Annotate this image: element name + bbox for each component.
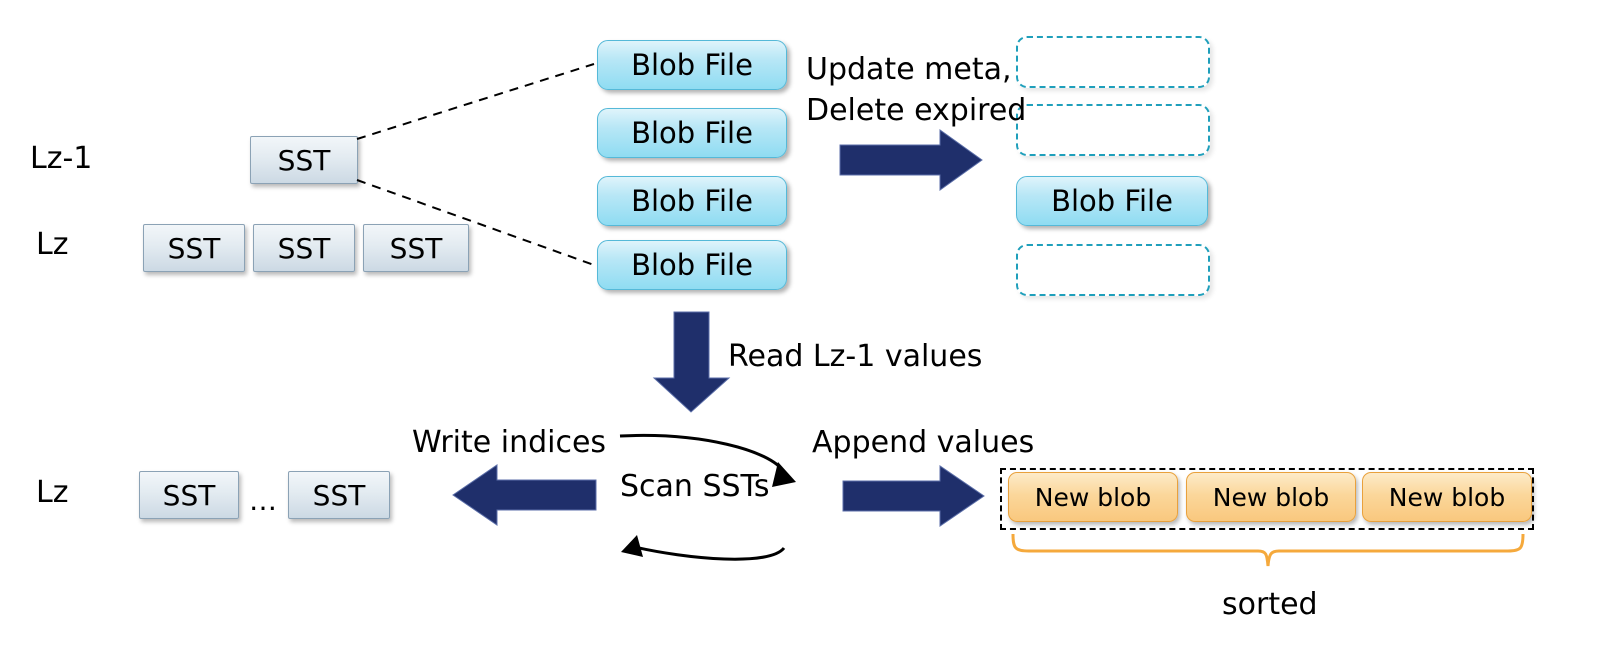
blob-file-box-4[interactable]: Blob File	[597, 240, 787, 290]
update-meta-line-1: Update meta,	[806, 52, 1012, 87]
scan-ssts-label: Scan SSTs	[620, 469, 770, 504]
sst-label: SST	[277, 143, 331, 177]
empty-blob-slot-1	[1016, 36, 1210, 88]
scan-loop-arrow-top	[619, 433, 786, 473]
blob-file-box-2[interactable]: Blob File	[597, 108, 787, 158]
sst-box-lz-3[interactable]: SST	[363, 224, 469, 272]
blob-file-label: Blob File	[1051, 184, 1173, 218]
sst-box-lz-1[interactable]: SST	[143, 224, 245, 272]
blob-file-label: Blob File	[631, 248, 753, 282]
sst-box-lz-minus-1[interactable]: SST	[250, 136, 358, 184]
blob-file-box-3[interactable]: Blob File	[597, 176, 787, 226]
new-blob-box-3[interactable]: New blob	[1362, 472, 1532, 522]
scan-loop-arrowhead-right	[772, 462, 796, 487]
blob-file-label: Blob File	[631, 184, 753, 218]
scan-loop-arrow-bottom	[629, 544, 786, 561]
new-blob-group-outline	[1000, 468, 1534, 530]
read-values-label: Read Lz-1 values	[728, 339, 983, 374]
sst-ellipsis: …	[249, 484, 279, 517]
empty-blob-slot-2	[1016, 104, 1210, 156]
sorted-brace	[1011, 533, 1525, 567]
sst-box-lz-2[interactable]: SST	[253, 224, 355, 272]
new-blob-label: New blob	[1388, 482, 1506, 512]
level-label-lz-minus-1: Lz-1	[30, 141, 93, 176]
empty-blob-slot-3	[1016, 244, 1210, 296]
blob-file-label: Blob File	[631, 48, 753, 82]
sst-label: SST	[277, 231, 331, 265]
sorted-label: sorted	[1222, 587, 1318, 622]
blob-file-box-1[interactable]: Blob File	[597, 40, 787, 90]
scan-loop-arrowhead-left	[621, 535, 643, 557]
blob-file-label: Blob File	[631, 116, 753, 150]
sst-box-lower-2[interactable]: SST	[288, 471, 390, 519]
new-blob-box-2[interactable]: New blob	[1186, 472, 1356, 522]
sst-box-lower-1[interactable]: SST	[139, 471, 239, 519]
append-values-arrow	[842, 465, 985, 527]
read-values-arrow	[652, 311, 731, 413]
append-values-label: Append values	[812, 425, 1035, 460]
leader-line-top	[356, 63, 595, 140]
sst-label: SST	[389, 231, 443, 265]
sst-label: SST	[162, 478, 216, 512]
update-meta-line-2: Delete expired	[806, 93, 1027, 128]
sst-label: SST	[312, 478, 366, 512]
surviving-blob-file-box[interactable]: Blob File	[1016, 176, 1208, 226]
new-blob-label: New blob	[1034, 482, 1152, 512]
sst-label: SST	[167, 231, 221, 265]
level-label-lz-lower: Lz	[36, 475, 69, 510]
new-blob-label: New blob	[1212, 482, 1330, 512]
level-label-lz-middle: Lz	[36, 227, 69, 262]
new-blob-box-1[interactable]: New blob	[1008, 472, 1178, 522]
write-indices-arrow	[452, 464, 597, 526]
update-meta-arrow	[839, 129, 983, 191]
write-indices-label: Write indices	[412, 425, 607, 460]
